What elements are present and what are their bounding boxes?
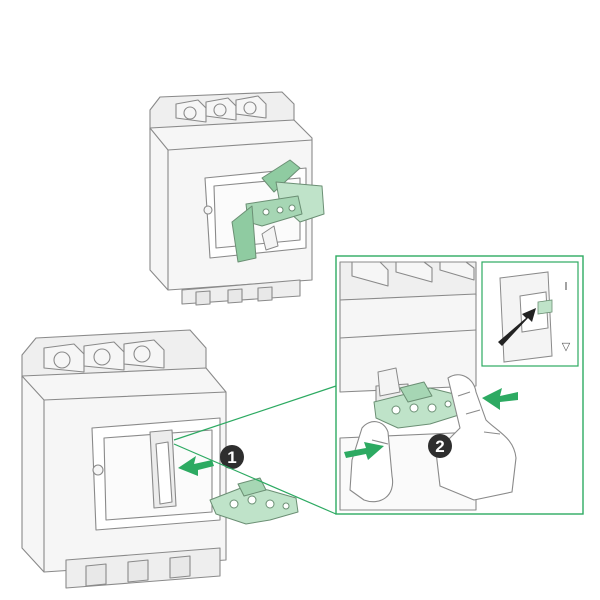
- dark-arrow-icon: [498, 308, 536, 346]
- green-arrow-icon: [178, 456, 214, 476]
- hand-icon: [349, 421, 394, 503]
- indicator-top-mark: I: [564, 280, 567, 293]
- lock-plate-icon: [209, 477, 299, 525]
- step-badge-1: 1: [220, 445, 244, 469]
- step-number-2: 2: [435, 437, 444, 456]
- indicator-inset: I ▽: [481, 261, 579, 367]
- lock-device-installed: [231, 159, 325, 263]
- step-badge-2: 2: [428, 434, 452, 458]
- detail-breaker: [339, 261, 477, 511]
- terminal-cap: [43, 339, 165, 373]
- indicator-bottom-mark: ▽: [562, 340, 571, 353]
- detail-callout: I ▽: [335, 255, 584, 515]
- green-arrow-icon: [344, 442, 384, 460]
- green-arrow-icon: [482, 388, 518, 410]
- callout-lines: [173, 385, 337, 515]
- step-number-1: 1: [227, 448, 236, 467]
- terminal-cap: [175, 95, 267, 123]
- hand-icon: [435, 374, 517, 501]
- breaker-bottom: [21, 329, 227, 589]
- lock-plate-icon: [373, 367, 463, 429]
